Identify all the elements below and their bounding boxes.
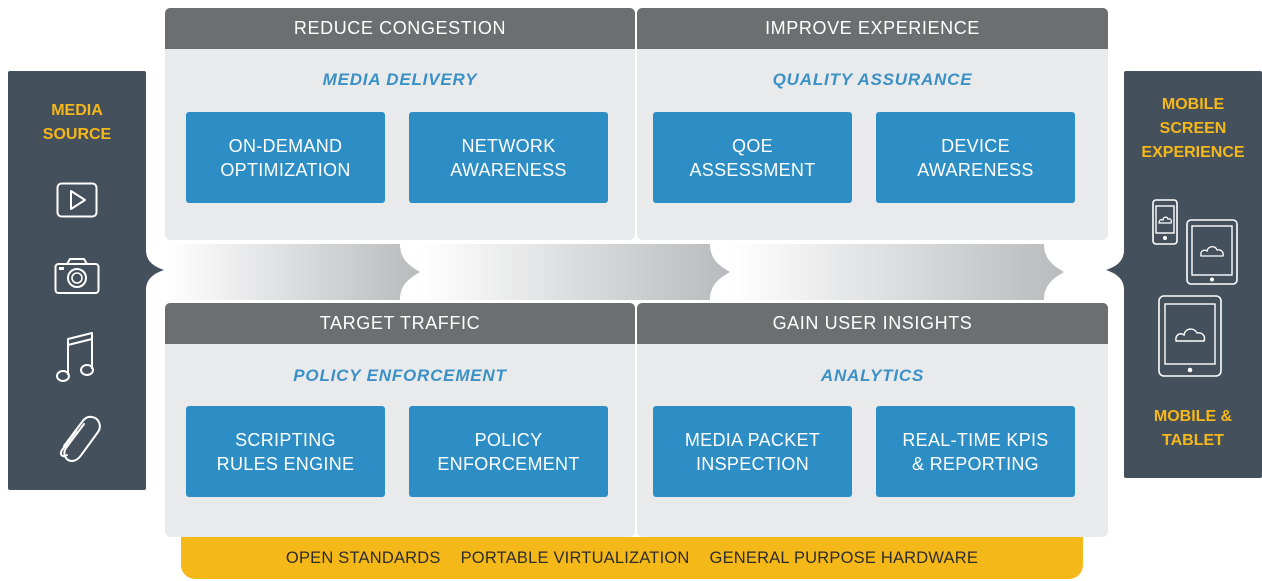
foundation-bar: OPEN STANDARDS PORTABLE VIRTUALIZATION G… — [181, 537, 1083, 579]
media-source-panel: MEDIA SOURCE — [8, 71, 146, 490]
header-gain-user-insights: GAIN USER INSIGHTS — [637, 303, 1108, 344]
section-policy-enforcement: POLICY ENFORCEMENT — [293, 366, 507, 385]
footer-general-purpose-hardware: GENERAL PURPOSE HARDWARE — [709, 548, 979, 567]
right-panel-notch — [1106, 250, 1124, 290]
header-reduce-congestion: REDUCE CONGESTION — [165, 8, 635, 49]
section-analytics: ANALYTICS — [820, 366, 925, 385]
footer-portable-virtualization: PORTABLE VIRTUALIZATION — [460, 548, 690, 567]
media-source-title: MEDIA SOURCE — [42, 102, 112, 143]
flow-arrows — [168, 244, 1064, 300]
box-media-packet-inspection: MEDIA PACKET INSPECTION — [653, 406, 852, 497]
left-panel-notch — [146, 250, 164, 290]
box-qoe-assessment: QOE ASSESSMENT — [653, 112, 852, 203]
header-target-traffic: TARGET TRAFFIC — [165, 303, 635, 344]
mobile-screen-title: MOBILE SCREEN EXPERIENCE — [1141, 96, 1245, 161]
play-icon — [56, 182, 98, 218]
tablet-icon — [1158, 295, 1222, 377]
mobile-screen-panel: MOBILE SCREEN EXPERIENCE MOBILE & TABLET — [1124, 71, 1262, 478]
small-tablet-icon — [1186, 219, 1238, 285]
music-note-icon — [56, 332, 94, 382]
mobile-tablet-title: MOBILE & TABLET — [1153, 408, 1233, 449]
box-policy-enforcement: POLICY ENFORCEMENT — [409, 406, 608, 497]
camera-icon — [54, 258, 100, 294]
section-quality-assurance: QUALITY ASSURANCE — [772, 70, 973, 89]
box-on-demand-optimization: ON-DEMAND OPTIMIZATION — [186, 112, 385, 203]
paperclip-icon — [59, 415, 101, 463]
phone-icon — [1152, 199, 1178, 245]
box-scripting-rules-engine: SCRIPTING RULES ENGINE — [186, 406, 385, 497]
section-media-delivery: MEDIA DELIVERY — [322, 70, 478, 89]
box-real-time-kpis-reporting: REAL-TIME KPIS & REPORTING — [876, 406, 1075, 497]
footer-open-standards: OPEN STANDARDS — [285, 548, 441, 567]
box-device-awareness: DEVICE AWARENESS — [876, 112, 1075, 203]
header-improve-experience: IMPROVE EXPERIENCE — [637, 8, 1108, 49]
box-network-awareness: NETWORK AWARENESS — [409, 112, 608, 203]
